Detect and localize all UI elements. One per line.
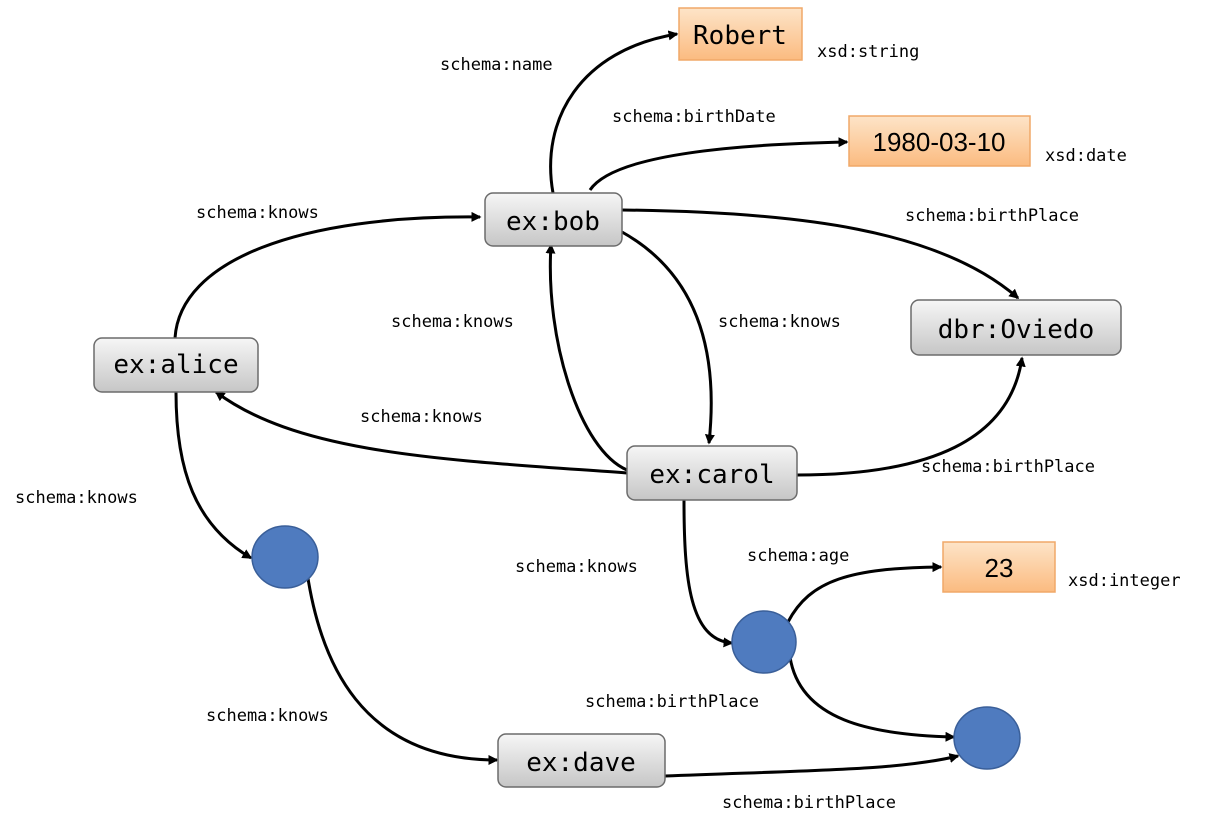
edge-alice-knows-bob <box>173 211 482 339</box>
edge-carol-knows-bob <box>545 243 628 472</box>
edge-carol-knows-blank <box>682 499 734 648</box>
label-carol-knows-alice: schema:knows <box>360 407 483 427</box>
blank-node-2 <box>731 610 797 674</box>
edge-bob-birthplace <box>621 208 1020 300</box>
edge-carol-knows-alice <box>214 390 628 475</box>
label-alice-knows-blank: schema:knows <box>15 488 138 508</box>
edge-blank-birthplace <box>788 656 956 742</box>
node-dbr-oviedo: dbr:Oviedo <box>910 299 1122 356</box>
literal-age-value: 23 <box>985 553 1014 583</box>
literal-age: 23 <box>942 541 1056 593</box>
label-carol-knows-bob: schema:knows <box>391 312 514 332</box>
label-blank-age: schema:age <box>747 546 849 566</box>
datatype-xsd-integer: xsd:integer <box>1068 571 1181 591</box>
literal-robert: Robert <box>678 7 803 61</box>
label-blank-knows-dave: schema:knows <box>206 706 329 726</box>
literal-robert-value: Robert <box>693 21 787 51</box>
node-ex-dave: ex:dave <box>497 733 666 788</box>
datatype-xsd-date: xsd:date <box>1045 146 1127 166</box>
node-ex-dave-label: ex:dave <box>526 748 636 778</box>
edge-blank-age <box>786 562 943 623</box>
edge-bob-knows-carol <box>621 230 715 445</box>
label-bob-name: schema:name <box>440 55 553 75</box>
edge-bob-name <box>549 30 679 194</box>
edge-dave-birthplace <box>664 753 960 778</box>
edge-bob-birthdate <box>588 137 849 191</box>
label-carol-birthplace: schema:birthPlace <box>921 457 1095 477</box>
edge-blank-knows-dave <box>305 571 499 765</box>
edge-carol-birthplace <box>796 356 1026 477</box>
literal-birthdate-value: 1980-03-10 <box>873 127 1006 157</box>
node-ex-bob-label: ex:bob <box>506 207 600 237</box>
node-ex-carol: ex:carol <box>626 445 798 501</box>
label-blank-birthplace: schema:birthPlace <box>585 692 759 712</box>
edge-alice-knows-blank <box>174 391 253 560</box>
label-bob-birthplace: schema:birthPlace <box>905 206 1079 226</box>
blank-node-1 <box>251 525 319 589</box>
literal-birthdate: 1980-03-10 <box>848 115 1031 167</box>
label-dave-birthplace: schema:birthPlace <box>722 793 896 813</box>
label-carol-knows-blank: schema:knows <box>515 557 638 577</box>
node-ex-alice-label: ex:alice <box>113 350 238 380</box>
node-ex-alice: ex:alice <box>93 337 259 393</box>
blank-node-3 <box>953 706 1021 770</box>
label-bob-birthdate: schema:birthDate <box>612 107 776 127</box>
node-ex-carol-label: ex:carol <box>649 460 774 490</box>
label-bob-knows-carol: schema:knows <box>718 312 841 332</box>
node-dbr-oviedo-label: dbr:Oviedo <box>938 315 1095 345</box>
datatype-xsd-string: xsd:string <box>817 42 919 62</box>
node-ex-bob: ex:bob <box>484 192 623 247</box>
label-alice-knows-bob: schema:knows <box>196 203 319 223</box>
